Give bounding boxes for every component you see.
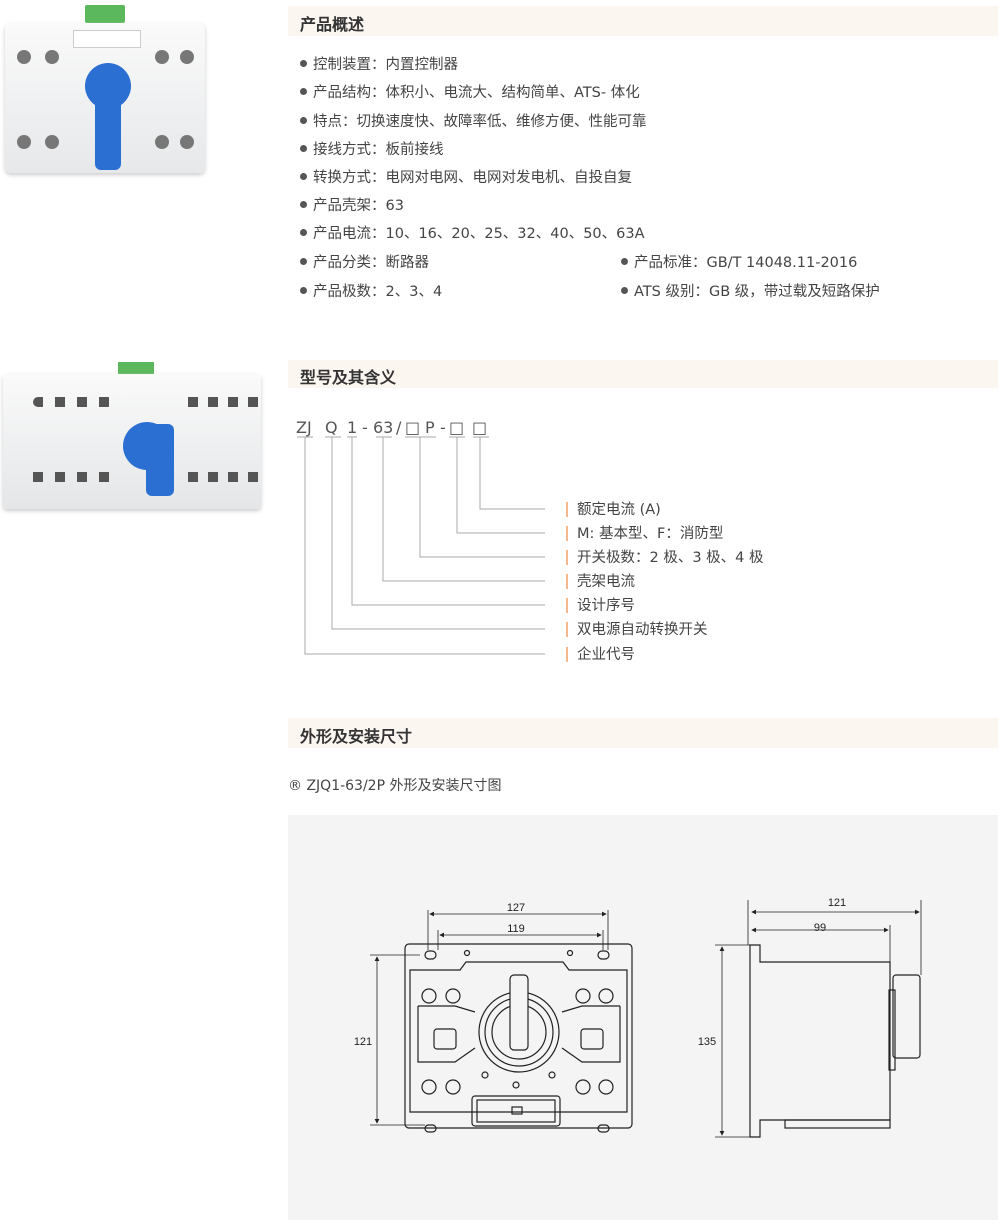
bullet-icon [300, 257, 307, 265]
bullet-icon [621, 286, 628, 294]
code-part: Q [325, 418, 338, 437]
bullet-icon [300, 200, 307, 208]
list-item: 产品极数：2、3、4 [300, 280, 442, 301]
bullet-icon [300, 172, 307, 180]
legend-item: M: 基本型、F：消防型 [566, 522, 723, 543]
legend-item: 双电源自动转换开关 [566, 618, 708, 639]
section-header-model: 型号及其含义 [288, 360, 998, 388]
list-item: 产品分类：断路器 [300, 251, 429, 272]
list-item: 控制装置：内置控制器 [300, 53, 458, 74]
list-item: ATS 级别：GB 级，带过载及短路保护 [621, 280, 880, 301]
section-header-overview: 产品概述 [288, 6, 998, 36]
code-part: / [396, 418, 402, 437]
dim-label: 135 [698, 1036, 716, 1048]
list-item: 转换方式：电网对电网、电网对发电机、自投自复 [300, 166, 632, 187]
bullet-icon [300, 286, 307, 294]
bullet-icon [300, 87, 307, 95]
dim-label: 127 [507, 902, 525, 914]
dim-label: 119 [507, 923, 525, 935]
bullet-icon [300, 144, 307, 152]
list-item: 产品标准：GB/T 14048.11-2016 [621, 251, 857, 272]
diagram-caption: ® ZJQ1-63/2P 外形及安装尺寸图 [288, 778, 502, 794]
dimension-diagram: 127 119 121 121 99 135 [288, 815, 998, 1220]
dim-label: 121 [828, 897, 846, 909]
bullet-icon [300, 228, 307, 236]
code-part: □ [472, 418, 488, 437]
legend-item: 开关极数：2 极、3 极、4 极 [566, 546, 764, 567]
legend-item: 设计序号 [566, 594, 635, 615]
section-title: 型号及其含义 [300, 368, 397, 387]
product-photo-front [5, 5, 205, 180]
code-part: P [425, 418, 435, 437]
model-connector-lines [297, 436, 545, 655]
bullet-icon [621, 257, 628, 265]
code-part: □ [405, 418, 421, 437]
list-item: 特点：切换速度快、故障率低、维修方便、性能可靠 [300, 110, 647, 131]
code-part: □ [449, 418, 465, 437]
list-item: 产品电流：10、16、20、25、32、40、50、63A [300, 222, 645, 243]
section-title: 产品概述 [300, 15, 365, 34]
legend-item: 额定电流 (A) [566, 498, 661, 519]
legend-item: 壳架电流 [566, 570, 635, 591]
legend-item: 企业代号 [566, 643, 635, 664]
code-part: 63 [373, 418, 394, 437]
product-photo-4p [3, 362, 263, 512]
list-item: 产品结构：体积小、电流大、结构简单、ATS- 体化 [300, 81, 640, 102]
code-part: - [362, 418, 368, 437]
code-part: 1 [347, 418, 358, 437]
section-title: 外形及安装尺寸 [300, 727, 413, 746]
dim-label: 121 [354, 1036, 372, 1048]
code-part: ZJ [296, 418, 312, 437]
code-part: - [440, 418, 446, 437]
list-item: 接线方式：板前接线 [300, 138, 444, 159]
list-item: 产品壳架：63 [300, 194, 404, 215]
bullet-icon [300, 116, 307, 124]
dim-label: 99 [814, 922, 826, 934]
section-header-dimensions: 外形及安装尺寸 [288, 718, 998, 748]
bullet-icon [300, 59, 307, 67]
